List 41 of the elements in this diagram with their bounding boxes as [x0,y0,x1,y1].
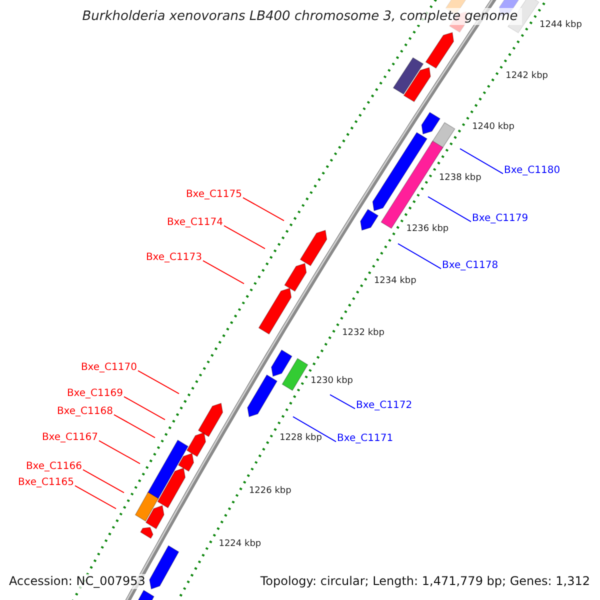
gene-label: Bxe_C1165 [18,477,74,489]
leader-line [242,197,284,222]
gene-label: Bxe_C1167 [42,432,98,444]
scale-tick-label: 1244 kbp [540,20,582,31]
gene-label: Bxe_C1171 [337,433,394,445]
leader-line [82,469,124,494]
gene-label: Bxe_C1169 [66,388,123,400]
scale-tick-label: 1238 kbp [438,172,482,184]
scale-tick-label: 1232 kbp [342,328,384,340]
gene-label: Bxe_C1174 [166,217,223,229]
scale-tick-label: 1230 kbp [310,376,354,388]
gene-label: Bxe_C1172 [356,400,412,412]
gene-label: Bxe_C1180 [504,165,560,177]
leader-line [292,416,336,442]
gene-label: Bxe_C1170 [80,362,137,374]
leader-line [138,370,180,394]
gene-label: Bxe_C1168 [56,406,113,418]
gene-label: Bxe_C1179 [472,213,528,225]
leader-line [460,148,504,174]
leader-line [398,243,442,270]
leader-line [202,260,244,284]
gene-label: Bxe_C1178 [442,260,498,272]
leader-line [74,485,116,510]
leader-line [124,396,166,420]
leader-line [224,225,266,250]
scale-tick-label: 1226 kbp [248,486,292,497]
footer-info-text: Accession: NC_007953 [7,574,148,589]
scale-tick-label: 1234 kbp [374,276,416,288]
gene-label: Bxe_C1175 [186,189,242,201]
leader-line [330,394,356,410]
scale-tick-label: 1236 kbp [406,224,449,236]
gene-label: Bxe_C1166 [26,461,82,473]
scale-tick-label: 1224 kbp [218,538,262,550]
scale-tick-label: 1240 kbp [472,122,514,133]
leader-line [98,440,140,464]
leader-line [114,414,156,438]
footer-info-text: Topology: circular; Length: 1,471,779 bp; Genes: 1,312 [258,574,592,589]
scale-tick-label: 1228 kbp [280,432,322,444]
leader-line [428,196,472,222]
gene-label: Bxe_C1173 [146,252,202,264]
scale-tick-label: 1242 kbp [506,70,548,82]
